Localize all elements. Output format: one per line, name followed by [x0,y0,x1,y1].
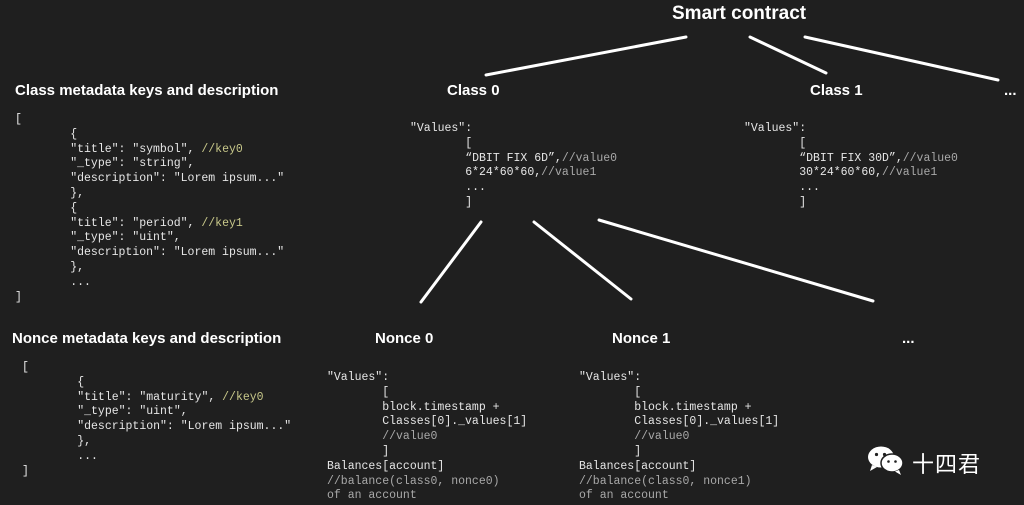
class0-values-code: "Values": [ “DBIT FIX 6D”,//value0 6*24*… [410,122,618,209]
class1-title: Class 1 [810,82,863,99]
nonce1-title: Nonce 1 [612,330,671,347]
class-more-title: ... [1004,82,1017,99]
class-metadata-code: [ { "title": "symbol", //key0 "_type": "… [15,113,285,304]
link-contract-class1 [748,35,828,75]
nonce1-values-code: "Values": [ block.timestamp + Classes[0]… [579,371,780,503]
watermark: 十四君 [866,444,981,481]
nonce-metadata-code: [ { "title": "maturity", //key0 "_type":… [22,361,292,478]
nonce-metadata-title: Nonce metadata keys and description [12,330,282,347]
smart-contract-title: Smart contract [672,3,807,24]
nonce0-values-code: "Values": [ block.timestamp + Classes[0]… [327,371,528,503]
nonce-more-title: ... [902,330,915,347]
link-class0-nonce1 [532,220,633,301]
link-class0-nonce0 [419,220,483,304]
wechat-icon [866,444,906,481]
watermark-text: 十四君 [912,451,982,477]
class0-title: Class 0 [447,82,500,99]
class-metadata-title: Class metadata keys and description [15,82,279,99]
link-contract-class-more [803,35,1000,82]
link-class0-nonce-more [597,218,875,303]
nonce0-title: Nonce 0 [375,330,434,347]
link-contract-class0 [484,35,688,77]
class1-values-code: "Values": [ “DBIT FIX 30D”,//value0 30*2… [744,122,958,209]
